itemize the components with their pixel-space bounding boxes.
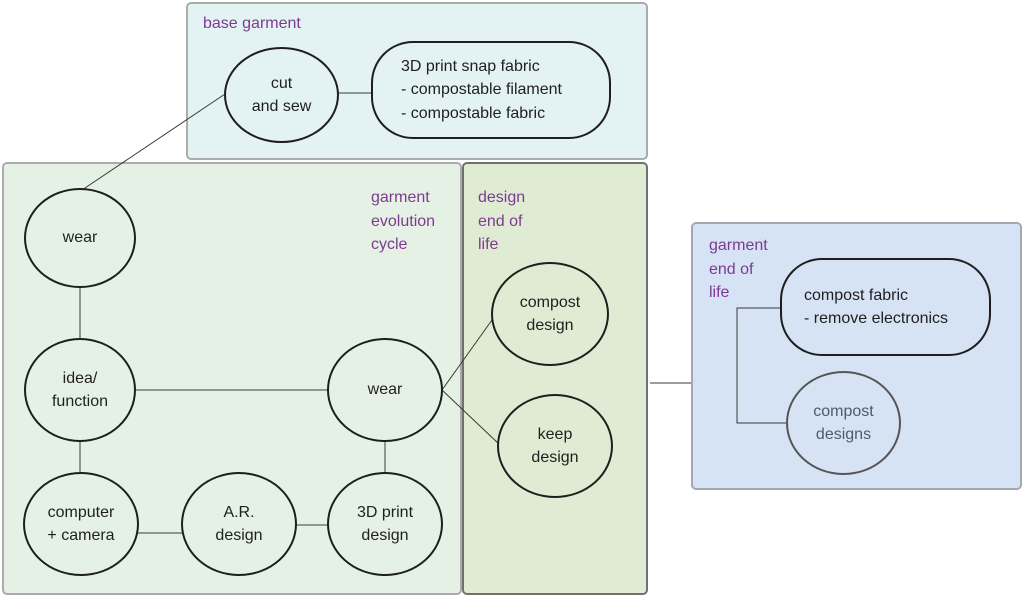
link-wear-cut xyxy=(81,91,229,191)
garment-end-of-life-label: garment end of life xyxy=(709,237,768,301)
idea-function-node: idea/ function xyxy=(24,338,136,442)
link-wear-compost xyxy=(441,312,498,391)
compost-designs-node: compost designs xyxy=(786,371,901,475)
link-wear-keep xyxy=(441,389,501,446)
compost-fabric-node: compost fabric - remove electronics xyxy=(780,258,991,356)
base-garment-label: base garment xyxy=(203,15,301,32)
cut-and-sew-node: cut and sew xyxy=(224,47,339,143)
keep-design-node: keep design xyxy=(497,394,613,498)
snap-fabric-node: 3D print snap fabric - compostable filam… xyxy=(371,41,611,139)
link-fabric-designs xyxy=(736,307,786,424)
design-end-of-life-label: design end of life xyxy=(478,189,526,253)
computer-camera-node: computer + camera xyxy=(23,472,139,576)
ar-design-node: A.R. design xyxy=(181,472,297,576)
garment-evolution-label: garment evolution cycle xyxy=(371,189,436,253)
wear-node-center: wear xyxy=(327,338,443,442)
wear-node-top: wear xyxy=(24,188,136,288)
design-end-of-life-panel xyxy=(462,162,648,595)
print-design-node: 3D print design xyxy=(327,472,443,576)
compost-design-node: compost design xyxy=(491,262,609,366)
